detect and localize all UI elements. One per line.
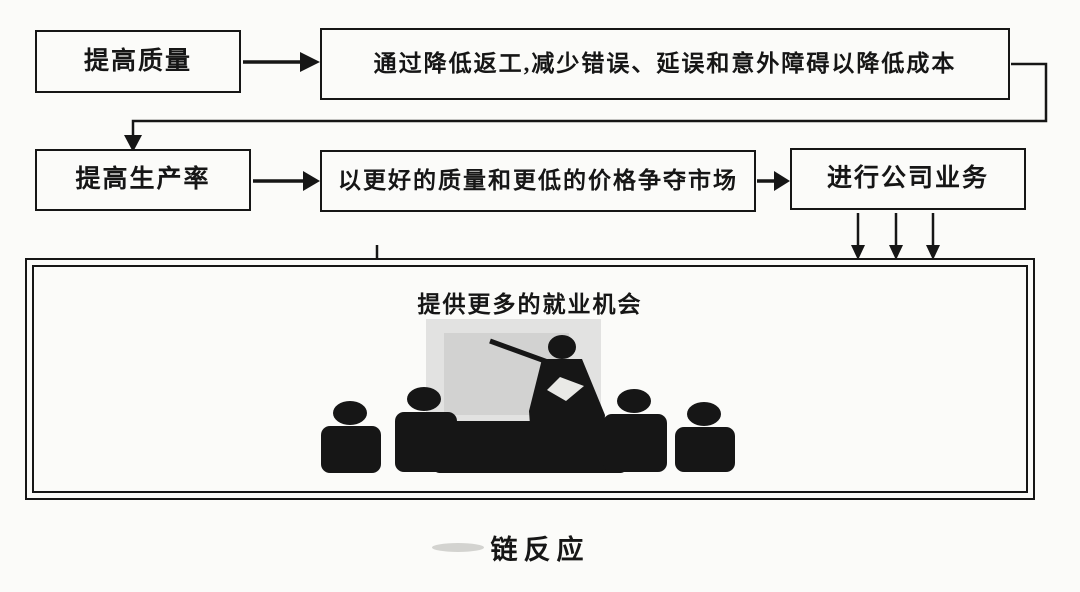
box-improve-productivity: 提高生产率 <box>35 149 251 211</box>
box-more-jobs-inner-border: 提供更多的就业机会 <box>32 265 1028 493</box>
box-improve-quality: 提高质量 <box>35 30 241 93</box>
more-jobs-label: 提供更多的就业机会 <box>417 292 643 317</box>
arrow-down-icon <box>851 213 865 260</box>
arrow-down-icon <box>889 213 903 260</box>
arrow-right-icon <box>757 171 790 191</box>
box-more-jobs: 提供更多的就业机会 <box>25 258 1035 500</box>
diagram-caption: 链反应 <box>490 535 590 565</box>
arrow-right-icon <box>253 171 320 191</box>
box-capture-market: 以更好的质量和更低的价格争夺市场 <box>320 150 756 212</box>
audience-figures <box>321 387 735 473</box>
box-reduce-costs: 通过降低返工,减少错误、延误和意外障碍以降低成本 <box>320 28 1010 100</box>
ink-smudge <box>432 543 484 552</box>
box-stay-in-business: 进行公司业务 <box>790 148 1026 210</box>
arrow-right-icon <box>243 52 320 72</box>
arrow-down-icon <box>926 213 940 260</box>
audience-presenter-illustration <box>321 319 735 473</box>
